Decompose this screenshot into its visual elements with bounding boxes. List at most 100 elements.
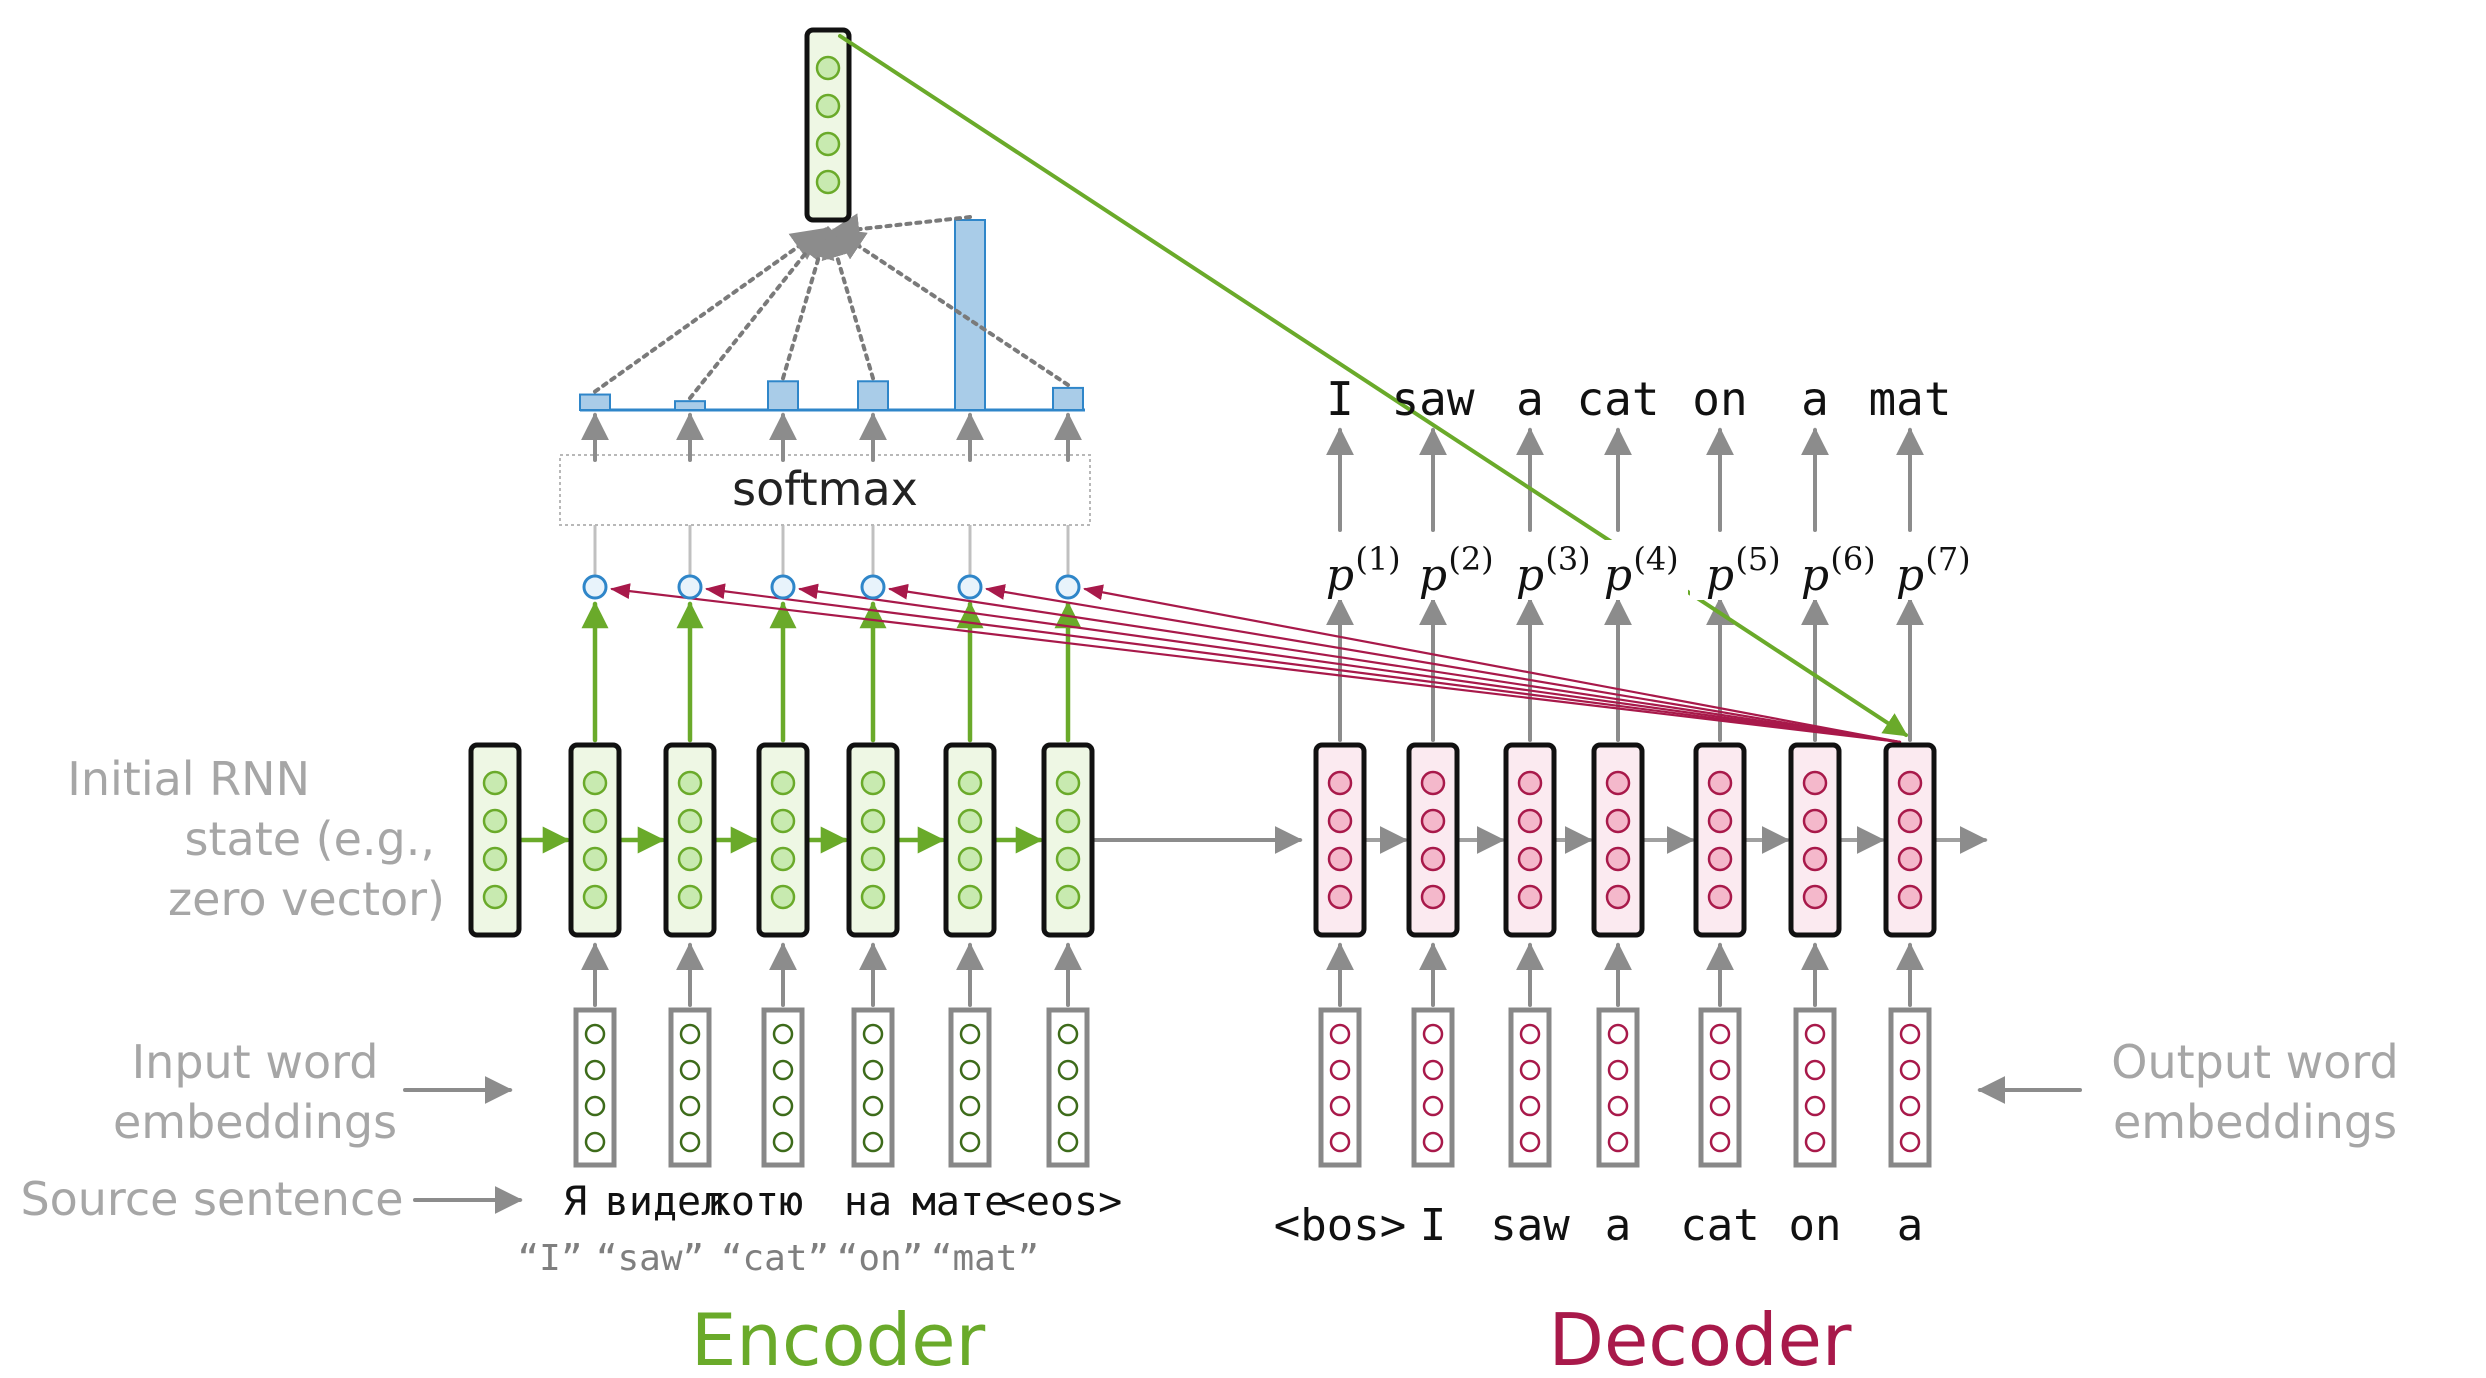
translation-token: “on” xyxy=(837,1238,924,1279)
decoder-hidden-cell xyxy=(1313,742,1367,938)
source-sentence-label: Source sentence xyxy=(20,1172,403,1226)
embedding-dot-icon xyxy=(1804,1095,1826,1117)
source-token: мате xyxy=(912,1179,1008,1225)
embedding-dot-icon xyxy=(1607,1059,1629,1081)
cell-dot-icon xyxy=(482,808,508,834)
cell-box xyxy=(943,742,997,938)
output-embeddings-line-2: embeddings xyxy=(2113,1095,2397,1149)
probability-bg xyxy=(1500,540,1600,600)
encoder-hidden-cell xyxy=(568,742,622,938)
initial-state-line-2: state (e.g., xyxy=(185,812,435,866)
source-translation: “I”“saw”“cat”“on”“mat” xyxy=(517,1238,1039,1279)
probability-labels: p(1)p(2)p(3)p(4)p(5)p(6)p(7) xyxy=(1310,540,1980,601)
encoder-embedding-cell xyxy=(668,1007,712,1168)
cell-dot-icon xyxy=(1517,770,1543,796)
encoder-embedding-cell xyxy=(948,1007,992,1168)
cell-dot-icon xyxy=(677,846,703,872)
cell-dot-icon xyxy=(1327,770,1353,796)
probability-superscript: (6) xyxy=(1830,540,1875,578)
embedding-box xyxy=(1698,1007,1742,1168)
translation-token: “I” xyxy=(517,1238,582,1279)
probability-base: p xyxy=(1419,550,1447,601)
cell-dot-icon xyxy=(1055,808,1081,834)
embedding-dot-icon xyxy=(959,1131,981,1153)
attention-bar xyxy=(857,380,889,412)
decoder-embedding-cell xyxy=(1888,1007,1932,1168)
embedding-dot-icon xyxy=(1804,1131,1826,1153)
embedding-dot-icon xyxy=(584,1131,606,1153)
cell-dot-icon xyxy=(582,808,608,834)
probability-bg xyxy=(1690,540,1790,600)
cell-dot-icon xyxy=(1055,770,1081,796)
attention-bar xyxy=(954,219,986,411)
encoder-hidden-cell xyxy=(663,742,717,938)
embedding-dot-icon xyxy=(1804,1023,1826,1045)
encoder-embedding-cell xyxy=(851,1007,895,1168)
context-vector-cell xyxy=(804,27,852,223)
probability-label: p(6) xyxy=(1785,540,1885,601)
attention-layer: softmax xyxy=(559,213,1902,744)
embedding-dot-icon xyxy=(1607,1131,1629,1153)
decoder-hidden-cell xyxy=(1503,742,1557,938)
cell-dot-icon xyxy=(1707,770,1733,796)
embedding-dot-icon xyxy=(1422,1131,1444,1153)
cell-dot-icon xyxy=(582,846,608,872)
decoder-embedding-cell xyxy=(1318,1007,1362,1168)
cell-dot-icon xyxy=(1802,808,1828,834)
embedding-dot-icon xyxy=(1519,1095,1541,1117)
cell-dot-icon xyxy=(1605,808,1631,834)
decoder-output-token: a xyxy=(1516,372,1544,426)
cell-dot-icon xyxy=(815,93,841,119)
probability-superscript: (1) xyxy=(1355,540,1400,578)
score-arrow xyxy=(610,583,1902,744)
attention-bar xyxy=(767,380,799,412)
cell-dot-icon xyxy=(582,884,608,910)
cell-box xyxy=(804,27,852,223)
embedding-dot-icon xyxy=(1422,1095,1444,1117)
softmax-label: softmax xyxy=(732,462,918,516)
decoder-title: Decoder xyxy=(1549,1298,1852,1378)
probability-label: p(1) xyxy=(1310,540,1410,601)
cell-dot-icon xyxy=(770,846,796,872)
cell-dot-icon xyxy=(770,808,796,834)
embedding-dot-icon xyxy=(959,1095,981,1117)
translation-token: “saw” xyxy=(596,1238,704,1279)
embedding-dot-icon xyxy=(959,1023,981,1045)
score-arrow xyxy=(985,584,1902,744)
cell-dot-icon xyxy=(1605,770,1631,796)
cell-dot-icon xyxy=(815,169,841,195)
embedding-dot-icon xyxy=(959,1059,981,1081)
cell-dot-icon xyxy=(1055,846,1081,872)
embedding-dot-icon xyxy=(1804,1059,1826,1081)
input-embeddings-label: Input word embeddings xyxy=(113,1035,397,1149)
cell-dot-icon xyxy=(1605,884,1631,910)
decoder-output-token: cat xyxy=(1576,372,1659,426)
probability-superscript: (2) xyxy=(1448,540,1493,578)
embedding-dot-icon xyxy=(679,1095,701,1117)
probability-superscript: (5) xyxy=(1735,540,1780,578)
source-token: на xyxy=(844,1179,892,1225)
embedding-dot-icon xyxy=(772,1023,794,1045)
cell-dot-icon xyxy=(1707,846,1733,872)
embedding-dot-icon xyxy=(584,1059,606,1081)
score-node xyxy=(770,574,796,600)
cell-dot-icon xyxy=(1517,808,1543,834)
cell-dot-icon xyxy=(1897,808,1923,834)
probability-bg xyxy=(1588,540,1688,600)
embedding-dot-icon xyxy=(1519,1131,1541,1153)
cell-box xyxy=(1503,742,1557,938)
cell-box xyxy=(1313,742,1367,938)
cell-box xyxy=(663,742,717,938)
cell-box xyxy=(1041,742,1095,938)
weighted-sum-line xyxy=(688,226,827,401)
cell-dot-icon xyxy=(677,770,703,796)
decoder-hidden-cell xyxy=(1406,742,1460,938)
decoder-hidden-cell xyxy=(1693,742,1747,938)
decoder-output-token: saw xyxy=(1391,372,1474,426)
context-to-decoder-arrow xyxy=(838,34,1909,737)
cell-dot-icon xyxy=(582,770,608,796)
weighted-sum-line xyxy=(593,228,824,394)
cell-dot-icon xyxy=(1517,884,1543,910)
cell-dot-icon xyxy=(1897,846,1923,872)
